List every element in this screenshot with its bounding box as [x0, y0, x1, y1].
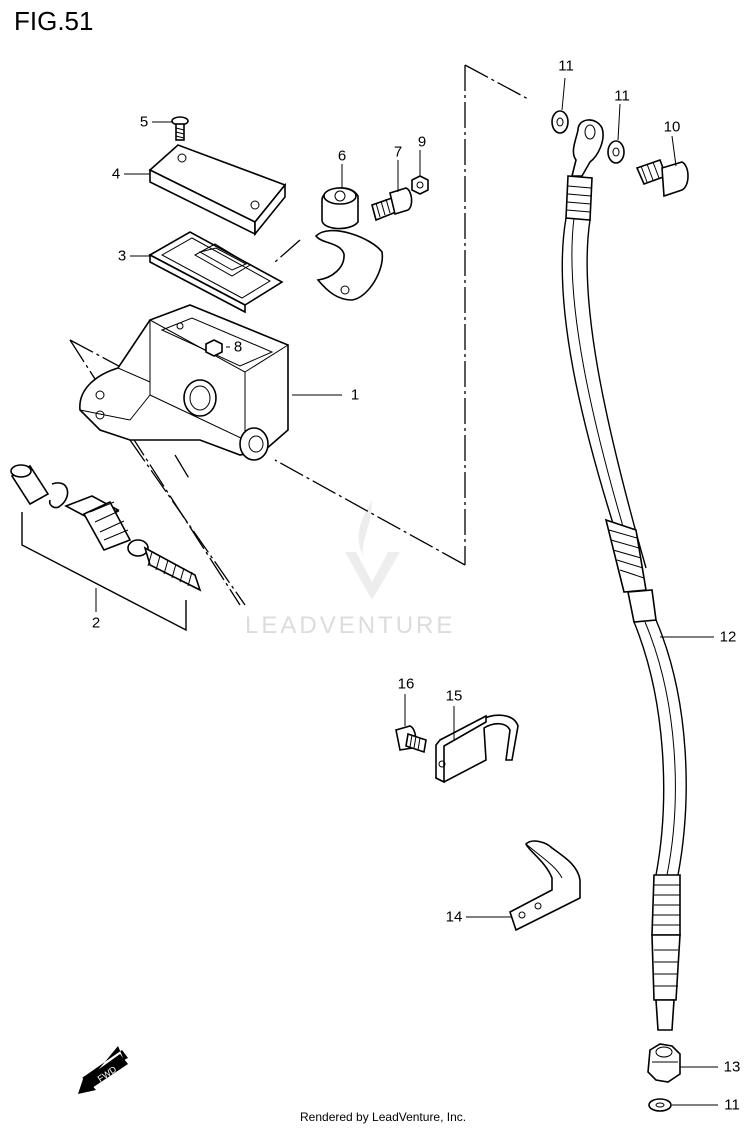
part-5-screw — [171, 116, 189, 141]
callout-11-bottom: 11 — [724, 1096, 740, 1114]
footer-credit: Rendered by LeadVenture, Inc. — [300, 1110, 467, 1124]
part-11-washer-bottom — [648, 1098, 672, 1112]
part-7-bolt — [371, 187, 413, 222]
callout-5: 5 — [139, 113, 149, 131]
fwd-arrow-icon: FWD — [78, 1046, 128, 1094]
callout-16: 16 — [397, 675, 415, 693]
callout-15: 15 — [445, 687, 463, 705]
callout-13: 13 — [723, 1058, 741, 1076]
part-13-fitting — [647, 1043, 681, 1083]
part-16-bolt — [395, 725, 427, 754]
part-2-bracket — [21, 512, 187, 632]
callout-2: 2 — [91, 614, 101, 632]
callout-7: 7 — [393, 143, 403, 161]
part-4-reservoir-cap — [148, 144, 287, 237]
part-12-brake-hose — [561, 119, 687, 1031]
part-10-banjo-bolt — [635, 158, 689, 198]
callout-11-top-left: 11 — [558, 57, 574, 75]
part-1-master-cylinder — [79, 304, 290, 461]
callout-4: 4 — [111, 165, 121, 183]
leader-lines — [124, 77, 718, 1106]
part-2-piston-kit — [10, 464, 202, 592]
part-15-clamp — [435, 714, 519, 784]
callout-14: 14 — [445, 908, 463, 926]
part-14-clamp — [509, 840, 581, 932]
watermark-text: LEADVENTURE — [245, 612, 456, 639]
callout-9: 9 — [417, 133, 427, 151]
callout-8: 8 — [233, 338, 243, 356]
part-3-diaphragm — [148, 231, 284, 314]
part-11-washer-top-left — [551, 110, 569, 134]
figure-title: FIG.51 — [14, 6, 94, 36]
part-9-nut — [411, 175, 429, 195]
callout-10: 10 — [663, 118, 681, 136]
callout-11-top-right: 11 — [614, 87, 630, 105]
part-8-valve — [205, 339, 223, 357]
part-11-washer-top-right — [607, 140, 625, 164]
callout-1: 1 — [350, 386, 360, 404]
callout-6: 6 — [337, 147, 347, 165]
watermark-logo — [345, 500, 400, 600]
assembly-dashed-lines — [69, 64, 531, 606]
callout-12: 12 — [719, 628, 737, 646]
callout-3: 3 — [117, 247, 127, 265]
part-6-clamp — [314, 187, 384, 301]
